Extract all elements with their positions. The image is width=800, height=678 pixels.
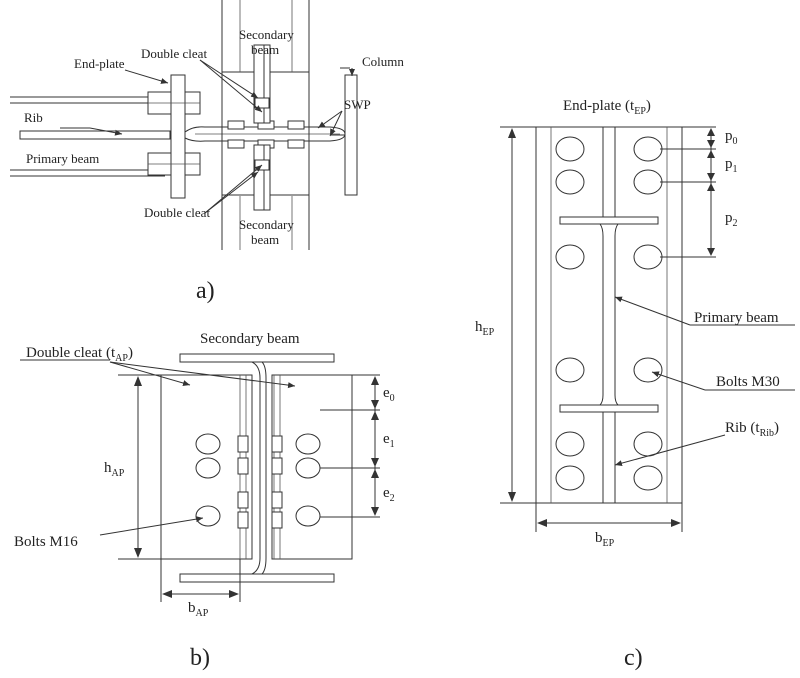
secondary-beam-top-label-2: beam	[251, 42, 279, 57]
bolt	[295, 457, 321, 479]
column	[344, 74, 358, 196]
secondary-beam-top-label-1: Secondary	[239, 27, 294, 42]
bolt	[195, 505, 221, 527]
secondary-beam-bottom-label-1: Secondary	[239, 217, 294, 232]
end-plate-title: End-plate (tEP)	[563, 98, 651, 117]
primary-beam-bottom-flange-c	[559, 404, 659, 413]
primary-beam-label: Primary beam	[26, 151, 99, 166]
panel-a: End-plate Double cleat Secondary beam Co…	[10, 0, 404, 304]
bolts-m16-label: Bolts M16	[14, 534, 78, 550]
b-ep-label: bEP	[595, 530, 615, 549]
secondary-beam-web	[251, 361, 267, 575]
end-plate-bolts	[147, 91, 201, 176]
rib-plate	[19, 130, 171, 140]
bolts-m30-label: Bolts M30	[716, 374, 780, 390]
swp-label: SWP	[344, 97, 371, 112]
caption-c: c)	[624, 645, 643, 671]
bolts-m30	[555, 136, 663, 491]
bolt	[195, 457, 221, 479]
p0-label: p0	[725, 128, 738, 147]
secondary-beam-bottom-label-2: beam	[251, 232, 279, 247]
bolt	[633, 357, 663, 383]
bolt	[555, 244, 585, 270]
bolt	[633, 431, 663, 457]
bolt	[633, 136, 663, 162]
bolt	[555, 136, 585, 162]
end-plate	[170, 74, 186, 199]
double-cleat-label: Double cleat (tAP)	[26, 345, 133, 364]
bolts-m16	[195, 433, 321, 527]
bolt	[555, 357, 585, 383]
e1-label: e1	[383, 431, 395, 450]
b-ap-label: bAP	[188, 600, 209, 619]
h-ap-label: hAP	[104, 460, 125, 479]
secondary-beam-a	[221, 0, 310, 250]
bolt	[633, 169, 663, 195]
e2-label: e2	[383, 485, 395, 504]
bolt	[555, 431, 585, 457]
swp-bolts	[227, 120, 305, 149]
bolt	[195, 433, 221, 455]
p2-label: p2	[725, 210, 738, 229]
e0-label: e0	[383, 385, 395, 404]
panel-c: End-plate (tEP) Primary beam Bolts M30 R…	[475, 98, 795, 671]
bolt	[555, 169, 585, 195]
rib-label: Rib	[24, 110, 43, 125]
secondary-beam-top-flange	[179, 353, 335, 363]
bolt	[295, 433, 321, 455]
caption-a: a)	[196, 278, 215, 304]
secondary-beam-title: Secondary beam	[200, 331, 300, 347]
panel-b: Secondary beam Double cleat (tAP) Bolts …	[14, 331, 395, 671]
secondary-beam-bottom-flange	[179, 573, 335, 583]
primary-beam-top-flange-c	[559, 216, 659, 225]
column-label: Column	[362, 54, 404, 69]
bolt	[555, 465, 585, 491]
caption-b: b)	[190, 645, 210, 671]
bolt	[633, 465, 663, 491]
double-cleat-bottom-label: Double cleat	[144, 205, 210, 220]
bolt	[295, 505, 321, 527]
p1-label: p1	[725, 156, 738, 175]
end-plate-label: End-plate	[74, 56, 125, 71]
h-ep-label: hEP	[475, 319, 495, 338]
rib-label-c: Rib (tRib)	[725, 420, 779, 439]
primary-beam-label-c: Primary beam	[694, 310, 779, 326]
bolt	[633, 244, 663, 270]
double-cleat-top-label: Double cleat	[141, 46, 207, 61]
web-bolt-nuts	[237, 435, 283, 529]
